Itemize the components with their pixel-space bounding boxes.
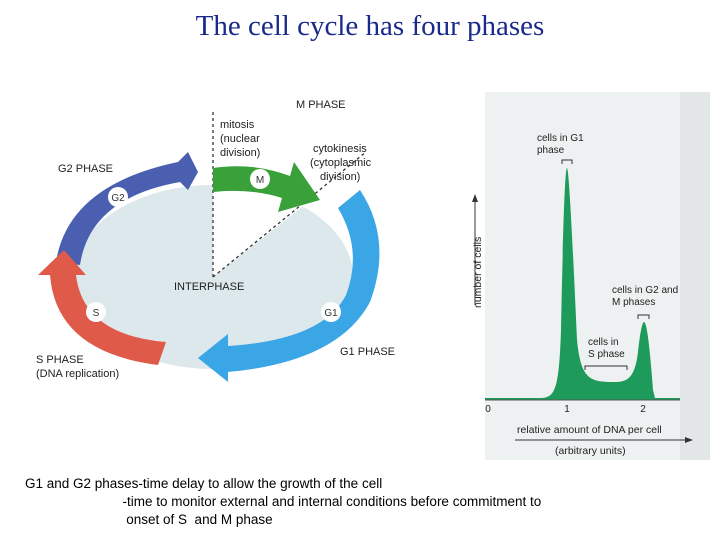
x-axis-label-1: relative amount of DNA per cell bbox=[517, 424, 662, 436]
g2m-annotation-2: M phases bbox=[612, 297, 655, 308]
m-phase-label: M PHASE bbox=[296, 99, 346, 111]
histogram-right-strip bbox=[680, 92, 710, 460]
cytokinesis-label-3: division) bbox=[320, 171, 360, 183]
x-axis-label-2: (arbitrary units) bbox=[555, 445, 626, 457]
y-axis-arrowhead bbox=[472, 194, 478, 202]
caption-line-3: onset of S and M phase bbox=[25, 511, 705, 529]
mitosis-label-1: mitosis bbox=[220, 119, 255, 131]
g2-phase-label: G2 PHASE bbox=[58, 163, 113, 175]
y-axis-label: number of cells bbox=[472, 237, 484, 308]
mitosis-label-2: (nuclear bbox=[220, 133, 260, 145]
s-phase-label-2: (DNA replication) bbox=[36, 368, 119, 380]
tick-1: 1 bbox=[564, 404, 570, 415]
cytokinesis-label-1: cytokinesis bbox=[313, 143, 367, 155]
dna-content-histogram: number of cells 0 1 2 relative amount of… bbox=[455, 90, 715, 465]
m-marker-label: M bbox=[256, 175, 264, 186]
tick-0: 0 bbox=[485, 404, 491, 415]
cell-cycle-diagram: G2 S G1 M M PHASE mitosis (nuclear divis… bbox=[28, 90, 448, 390]
mitosis-label-3: division) bbox=[220, 147, 260, 159]
caption: G1 and G2 phases-time delay to allow the… bbox=[25, 475, 705, 529]
caption-line-1: G1 and G2 phases-time delay to allow the… bbox=[25, 475, 705, 493]
s-annotation-2: S phase bbox=[588, 349, 625, 360]
caption-line-2: -time to monitor external and internal c… bbox=[25, 493, 705, 511]
interphase-label: INTERPHASE bbox=[174, 281, 244, 293]
g1-annotation-2: phase bbox=[537, 145, 565, 156]
tick-2: 2 bbox=[640, 404, 646, 415]
histogram-panel bbox=[485, 92, 710, 460]
g2m-annotation-1: cells in G2 and bbox=[612, 285, 678, 296]
s-phase-label-1: S PHASE bbox=[36, 354, 84, 366]
g1-annotation-1: cells in G1 bbox=[537, 133, 584, 144]
g1-marker-label: G1 bbox=[324, 308, 338, 319]
s-marker-label: S bbox=[93, 308, 100, 319]
slide-title: The cell cycle has four phases bbox=[0, 10, 720, 43]
cytokinesis-label-2: (cytoplasmic bbox=[310, 157, 372, 169]
g1-phase-label: G1 PHASE bbox=[340, 346, 395, 358]
g2-marker-label: G2 bbox=[111, 193, 125, 204]
s-annotation-1: cells in bbox=[588, 337, 619, 348]
